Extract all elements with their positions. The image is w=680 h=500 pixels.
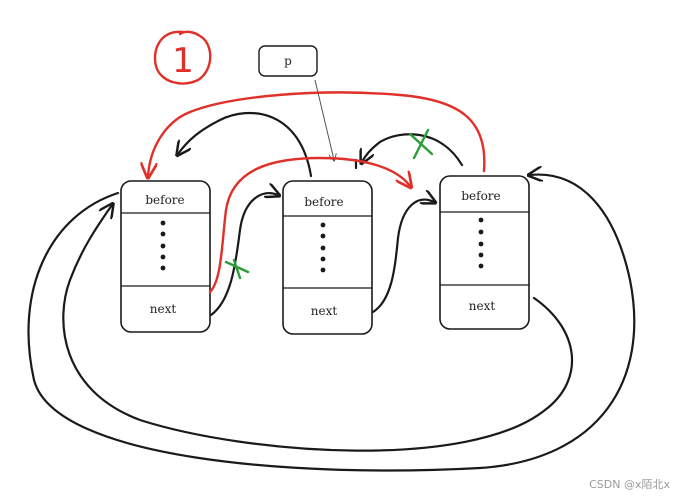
link-node1-next-to-node2 <box>209 193 278 317</box>
link-red-node1-next-to-node3 <box>208 156 410 294</box>
remove-marks <box>224 128 434 280</box>
node-2-ellipsis <box>320 222 326 273</box>
node-1-before-label: before <box>145 193 184 207</box>
node-1-next-label: next <box>150 302 177 316</box>
node-3-ellipsis <box>478 217 484 269</box>
node-3-next-label: next <box>469 299 496 313</box>
link-node3-before-to-node2 <box>362 133 464 165</box>
node-3: before next <box>439 175 530 330</box>
node-2: before next <box>282 180 373 335</box>
link-node2-before-to-node1 <box>178 111 313 178</box>
link-red-node3-to-node1 <box>148 91 486 176</box>
links-red <box>148 91 486 294</box>
node-3-box <box>439 175 530 330</box>
remove-mark-top <box>408 128 434 160</box>
step-marker-number: 1 <box>172 41 194 81</box>
link-node2-next-to-node3 <box>371 200 434 314</box>
pointer-p: p <box>258 45 318 77</box>
pointer-p-box <box>258 45 318 77</box>
remove-mark-bottom <box>224 258 250 280</box>
node-1: before next <box>120 180 211 333</box>
pointer-p-label: p <box>284 54 292 68</box>
step-marker: 1 <box>153 30 212 85</box>
node-2-next-label: next <box>311 304 338 318</box>
node-2-before-label: before <box>304 195 343 209</box>
node-1-ellipsis <box>160 220 166 271</box>
link-node3-next-to-node1 <box>62 205 574 452</box>
node-2-box <box>282 180 373 335</box>
step-marker-circle <box>153 30 212 85</box>
node-1-box <box>120 180 211 333</box>
watermark: CSDN @x陌北x <box>589 478 670 491</box>
links-black <box>27 111 636 472</box>
link-node1-before-to-node3 <box>27 175 636 472</box>
node-3-before-label: before <box>461 189 500 203</box>
